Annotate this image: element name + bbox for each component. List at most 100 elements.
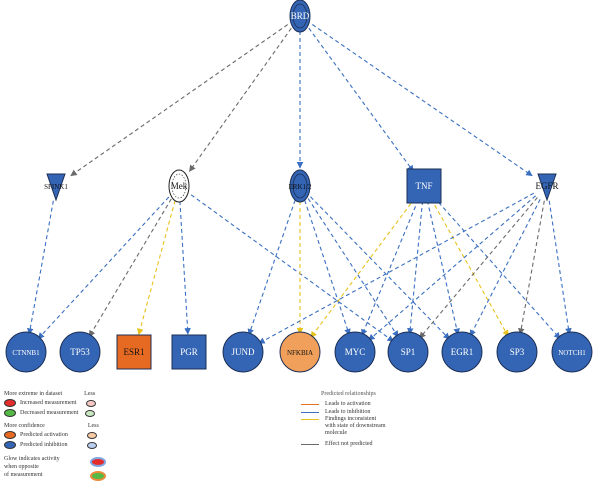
not-predicted-line xyxy=(301,443,319,445)
edge-top-tnf xyxy=(308,27,414,172)
node-sp1: SP1 xyxy=(387,331,429,373)
legend-node-states: More extreme in dataset Less Increased m… xyxy=(4,390,134,486)
decreased-less-swatch xyxy=(85,409,96,417)
edge-ntx-esr1 xyxy=(137,200,176,336)
legend-leads-activation: Leads to activation xyxy=(325,401,371,407)
legend-findings-line1: Findings inconsistent xyxy=(325,416,377,422)
legend-less-title-2: Less xyxy=(87,423,99,429)
edge-erk12-jund xyxy=(247,200,296,336)
node-jund: JUND xyxy=(222,331,264,373)
edge-egfr-myc xyxy=(368,195,537,341)
node-ntx-label: Mek xyxy=(171,181,188,191)
node-sp3: SP3 xyxy=(496,331,538,373)
node-notch1-shape xyxy=(551,331,593,373)
node-tp53: TP53 xyxy=(59,331,101,373)
node-myc-shape xyxy=(334,331,376,373)
node-jund-label: JUND xyxy=(231,347,255,357)
node-pgr-label: PGR xyxy=(180,347,198,357)
node-tnf-shape xyxy=(406,168,442,204)
node-top-label: BRD xyxy=(291,11,310,21)
node-top-ring xyxy=(292,3,308,29)
node-nfkbia: NFKBIA xyxy=(279,331,321,373)
edge-tnf-nfkbia xyxy=(310,197,416,339)
activation-line xyxy=(301,403,319,405)
legend-effect-not-predicted: Effect not predicted xyxy=(325,441,373,447)
legend-glow-line2: when opposite xyxy=(4,464,39,470)
increased-less-swatch xyxy=(86,399,97,407)
node-pgr-shape xyxy=(171,334,207,370)
node-egr1: EGR1 xyxy=(441,331,483,373)
node-sp1-label: SP1 xyxy=(401,347,416,357)
edge-ntx-ctnnb1 xyxy=(37,196,170,340)
nodes-layer: BRD SPINK1 Mek ERK1/2 TNF EGFR CTNNB1 TP53 ESR1 P… xyxy=(5,0,593,373)
node-tnf-label: TNF xyxy=(415,181,432,191)
node-erk12: ERK1/2 xyxy=(289,169,312,203)
predicted-inhibition-less-swatch xyxy=(86,441,97,449)
inconsistent-line xyxy=(301,419,319,420)
edge-egfr-sp3 xyxy=(518,200,545,335)
node-spink1-shape xyxy=(46,173,66,202)
node-sp3-label: SP3 xyxy=(510,347,525,357)
increased-swatch xyxy=(4,399,16,407)
legend-more-extreme-title: More extreme in dataset xyxy=(4,391,63,397)
node-spink1-label: SPINK1 xyxy=(44,183,68,191)
node-erk12-label: ERK1/2 xyxy=(289,183,312,191)
predicted-activation-less-swatch xyxy=(86,431,97,439)
node-egr1-label: EGR1 xyxy=(451,347,474,357)
legend-increased: Increased measurement xyxy=(20,400,77,406)
node-tp53-shape xyxy=(59,331,101,373)
legend-predicted-inhibition: Predicted inhibition xyxy=(20,442,68,448)
node-egr1-shape xyxy=(441,331,483,373)
edge-tnf-sp3 xyxy=(430,198,509,337)
node-myc: MYC xyxy=(334,331,376,373)
node-nfkbia-label: NFKBIA xyxy=(287,349,313,357)
node-ntx-ring xyxy=(171,173,187,199)
node-esr1-shape xyxy=(116,334,152,370)
edge-ntx-tp53 xyxy=(88,198,172,338)
node-esr1-label: ESR1 xyxy=(123,347,144,357)
node-ctnnb1-shape xyxy=(5,331,47,373)
edge-egfr-notch1 xyxy=(548,200,572,335)
decreased-swatch xyxy=(4,409,16,417)
edge-top-spink1 xyxy=(70,24,289,177)
node-nfkbia-shape xyxy=(279,331,321,373)
node-sp3-shape xyxy=(496,331,538,373)
edge-erk12-egr1 xyxy=(310,196,450,340)
node-erk12-ring xyxy=(292,173,308,199)
edge-tnf-sp1 xyxy=(407,200,424,335)
edge-egfr-jund xyxy=(258,192,535,344)
edge-top-egfr xyxy=(312,24,533,177)
legend-predicted-activation: Predicted activation xyxy=(20,432,68,438)
edge-erk12-sp1 xyxy=(307,198,399,338)
node-ctnnb1-label: CTNNB1 xyxy=(12,349,40,357)
node-ntx: Mek xyxy=(168,169,190,203)
legend-decreased: Decreased measurement xyxy=(20,410,79,416)
node-egfr: EGFR xyxy=(535,173,559,202)
edge-egfr-sp1 xyxy=(419,197,538,339)
predicted-activation-swatch xyxy=(4,431,16,439)
node-notch1-label: NOTCH1 xyxy=(558,349,586,357)
legend-findings-line2: with state of downstream xyxy=(325,423,386,429)
edge-tnf-egr1 xyxy=(426,200,460,336)
node-tp53-label: TP53 xyxy=(70,347,90,357)
legend-more-confidence-title: More confidence xyxy=(4,423,45,429)
node-notch1: NOTCH1 xyxy=(551,331,593,373)
edge-top-ntx xyxy=(188,27,292,172)
legend-findings-line3: molecule xyxy=(325,430,347,436)
legend-glow-line3: of measurement xyxy=(4,472,43,478)
edge-tnf-notch1 xyxy=(433,196,561,340)
legend-rel-title: Predicted relationships xyxy=(321,391,376,397)
legend-glow-line1: Glow indicates activity xyxy=(4,456,60,462)
node-egfr-label: EGFR xyxy=(535,181,558,191)
legend-relationships: Predicted relationships Leads to activat… xyxy=(301,390,421,448)
predicted-inhibition-swatch xyxy=(4,441,16,449)
legend-leads-inhibition: Leads to inhibition xyxy=(325,409,371,415)
legend-less-title: Less xyxy=(84,391,96,397)
node-pgr: PGR xyxy=(171,334,207,370)
node-myc-label: MYC xyxy=(345,347,366,357)
edge-spink1-ctnnb1 xyxy=(27,200,54,335)
inhibition-line xyxy=(301,411,319,413)
node-egfr-shape xyxy=(537,173,557,202)
edges-layer xyxy=(27,24,572,344)
